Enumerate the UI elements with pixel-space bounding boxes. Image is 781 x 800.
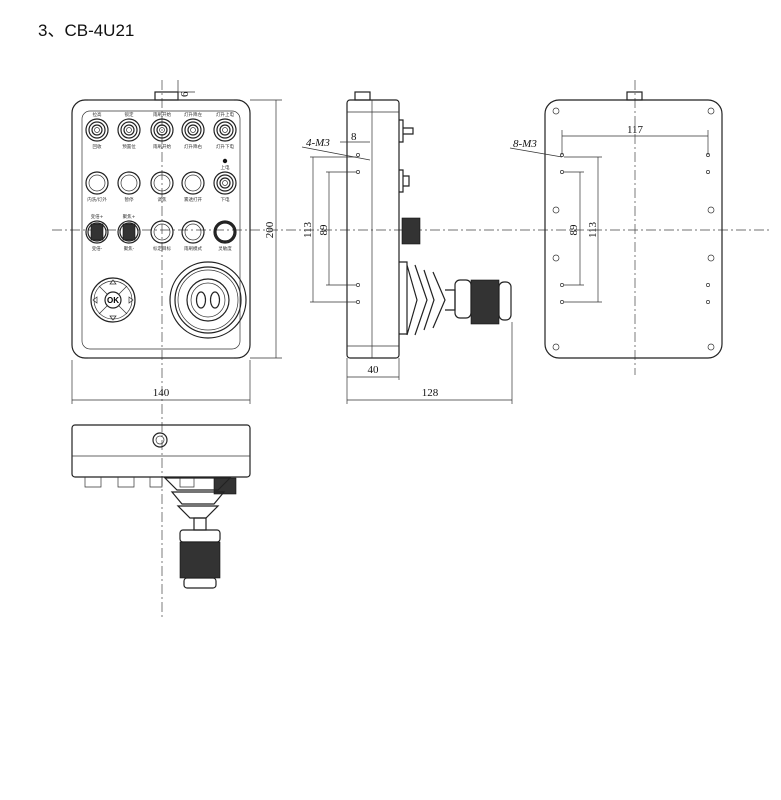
button-label: 雾透打开 [184, 196, 202, 203]
back-view: 117 89 113 8-M3 [509, 91, 723, 359]
dim-height: 200 [264, 221, 276, 238]
button-label: 雨刷开始 [153, 143, 171, 150]
side-view: 113 89 8 4-M3 40 128 [301, 91, 513, 404]
panel-button: 聚焦+ 聚焦- [117, 213, 141, 252]
dim-width: 140 [153, 387, 170, 399]
button-label: 灯升上电 [216, 111, 234, 118]
dim-back-width: 117 [627, 124, 644, 136]
button-label: 回收 [93, 143, 102, 150]
bottom-view [71, 424, 251, 589]
dim-side-inner: 89 [318, 224, 330, 236]
button-label: 下电 [221, 196, 230, 203]
panel-button: 变倍+ 变倍- [85, 213, 109, 252]
button-label: 灯升下电 [216, 143, 234, 150]
button-label: 拉高 [93, 111, 102, 118]
side-thread-label: 4-M3 [306, 137, 330, 149]
dpad: OK [90, 277, 136, 323]
button-label: 上电 [221, 164, 230, 171]
button-label: 锁定 [125, 111, 134, 118]
drawing-title: 3、CB-4U21 [38, 21, 135, 40]
panel-button: 内洗/灯外 [85, 171, 109, 203]
panel-button: 标定目标 [150, 220, 174, 252]
button-label: 聚焦+ [123, 213, 136, 220]
dim-side-outer: 113 [302, 221, 314, 238]
panel-button: 暂停 [117, 171, 141, 203]
dim-depth: 40 [368, 364, 380, 376]
dim-side-edge: 8 [351, 131, 357, 143]
dim-total-depth: 128 [422, 387, 439, 399]
button-label: 调焦 [158, 196, 167, 203]
button-label: 变倍- [92, 245, 103, 252]
button-label: 暂停 [125, 196, 134, 203]
button-label: 变倍+ [91, 213, 104, 220]
ok-button-label: OK [107, 296, 119, 305]
button-label: 灯升降左 [184, 111, 202, 118]
button-label: 灵敏度 [218, 245, 232, 252]
panel-button: 调焦 [150, 171, 174, 203]
button-label: 预置位 [122, 143, 136, 150]
button-label: 雨刷开始 [153, 111, 171, 118]
panel-button: 雾透打开 [181, 171, 205, 203]
joystick [169, 261, 247, 339]
back-thread-label: 8-M3 [513, 138, 537, 150]
dim-back-inner: 89 [568, 224, 580, 236]
button-label: 标定目标 [153, 245, 171, 252]
panel-button: 灵敏度 [213, 220, 237, 252]
panel-button: 雨刷模式 [181, 220, 205, 252]
button-label: 雨刷模式 [184, 245, 202, 252]
button-label: 聚焦- [124, 245, 135, 252]
dim-back-outer: 113 [587, 221, 599, 238]
button-label: 灯升降右 [184, 143, 202, 150]
dim-top-offset: 6 [179, 91, 191, 97]
button-label: 内洗/灯外 [87, 196, 107, 203]
front-view: 拉高回收锁定预置位雨刷开始雨刷开始灯升降左灯升降右灯升上电灯升下电内洗/灯外暂停… [71, 80, 282, 404]
